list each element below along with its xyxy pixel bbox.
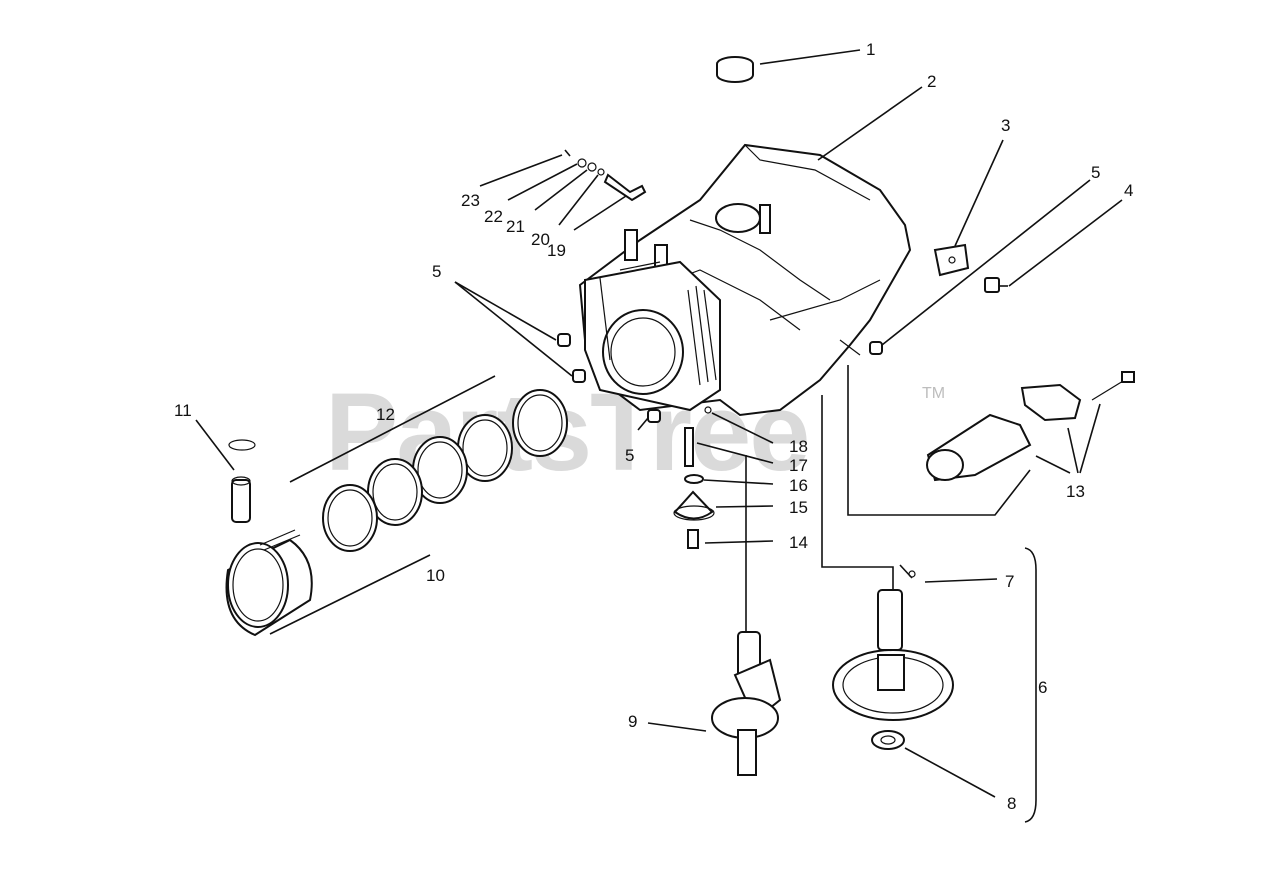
callout-19: 19: [547, 241, 566, 260]
guide-lines: [821, 365, 1031, 590]
callout-5-right: 5: [1091, 163, 1100, 182]
part-3-bracket: [933, 243, 970, 277]
callout-8: 8: [1007, 794, 1016, 813]
callout-labels: 1 2 3 4 5 5 5 6 7 8 9 10 11 12 13 14 15 …: [174, 40, 1133, 813]
cylinder-bore: [584, 260, 721, 412]
callout-16: 16: [789, 476, 808, 495]
callout-20: 20: [531, 230, 550, 249]
part-12-rings: [322, 389, 568, 552]
callout-13: 13: [1066, 482, 1085, 501]
callout-12: 12: [376, 405, 395, 424]
callout-14: 14: [789, 533, 808, 552]
callout-7: 7: [1005, 572, 1014, 591]
part-4-bolt: [984, 277, 1008, 293]
part-13-conrod: [926, 371, 1135, 482]
callout-6: 6: [1038, 678, 1047, 697]
part-6-camshaft: [832, 570, 954, 750]
callout-2: 2: [927, 72, 936, 91]
callout-4: 4: [1124, 181, 1133, 200]
callout-10: 10: [426, 566, 445, 585]
callout-15: 15: [789, 498, 808, 517]
watermark-trademark: TM: [922, 385, 945, 402]
parts-14-18-governor: [673, 406, 715, 549]
part-9-crankshaft: [711, 455, 782, 776]
callout-17: 17: [789, 456, 808, 475]
part-1-seal: [716, 56, 754, 83]
group-brackets: [269, 375, 1037, 823]
callout-5-left: 5: [432, 262, 441, 281]
callout-23: 23: [461, 191, 480, 210]
leader-lines: [195, 49, 1123, 798]
part-11-pin: [228, 439, 256, 523]
part-5-dowels: [557, 333, 883, 423]
callout-11: 11: [174, 401, 192, 420]
callout-1: 1: [866, 40, 875, 59]
callout-9: 9: [628, 712, 637, 731]
callout-3: 3: [1001, 116, 1010, 135]
parts-19-23-linkage: [564, 149, 647, 202]
callout-21: 21: [506, 217, 525, 236]
callout-18: 18: [789, 437, 808, 456]
callout-5-center: 5: [625, 446, 634, 465]
callout-22: 22: [484, 207, 503, 226]
part-10-piston: [225, 529, 313, 637]
